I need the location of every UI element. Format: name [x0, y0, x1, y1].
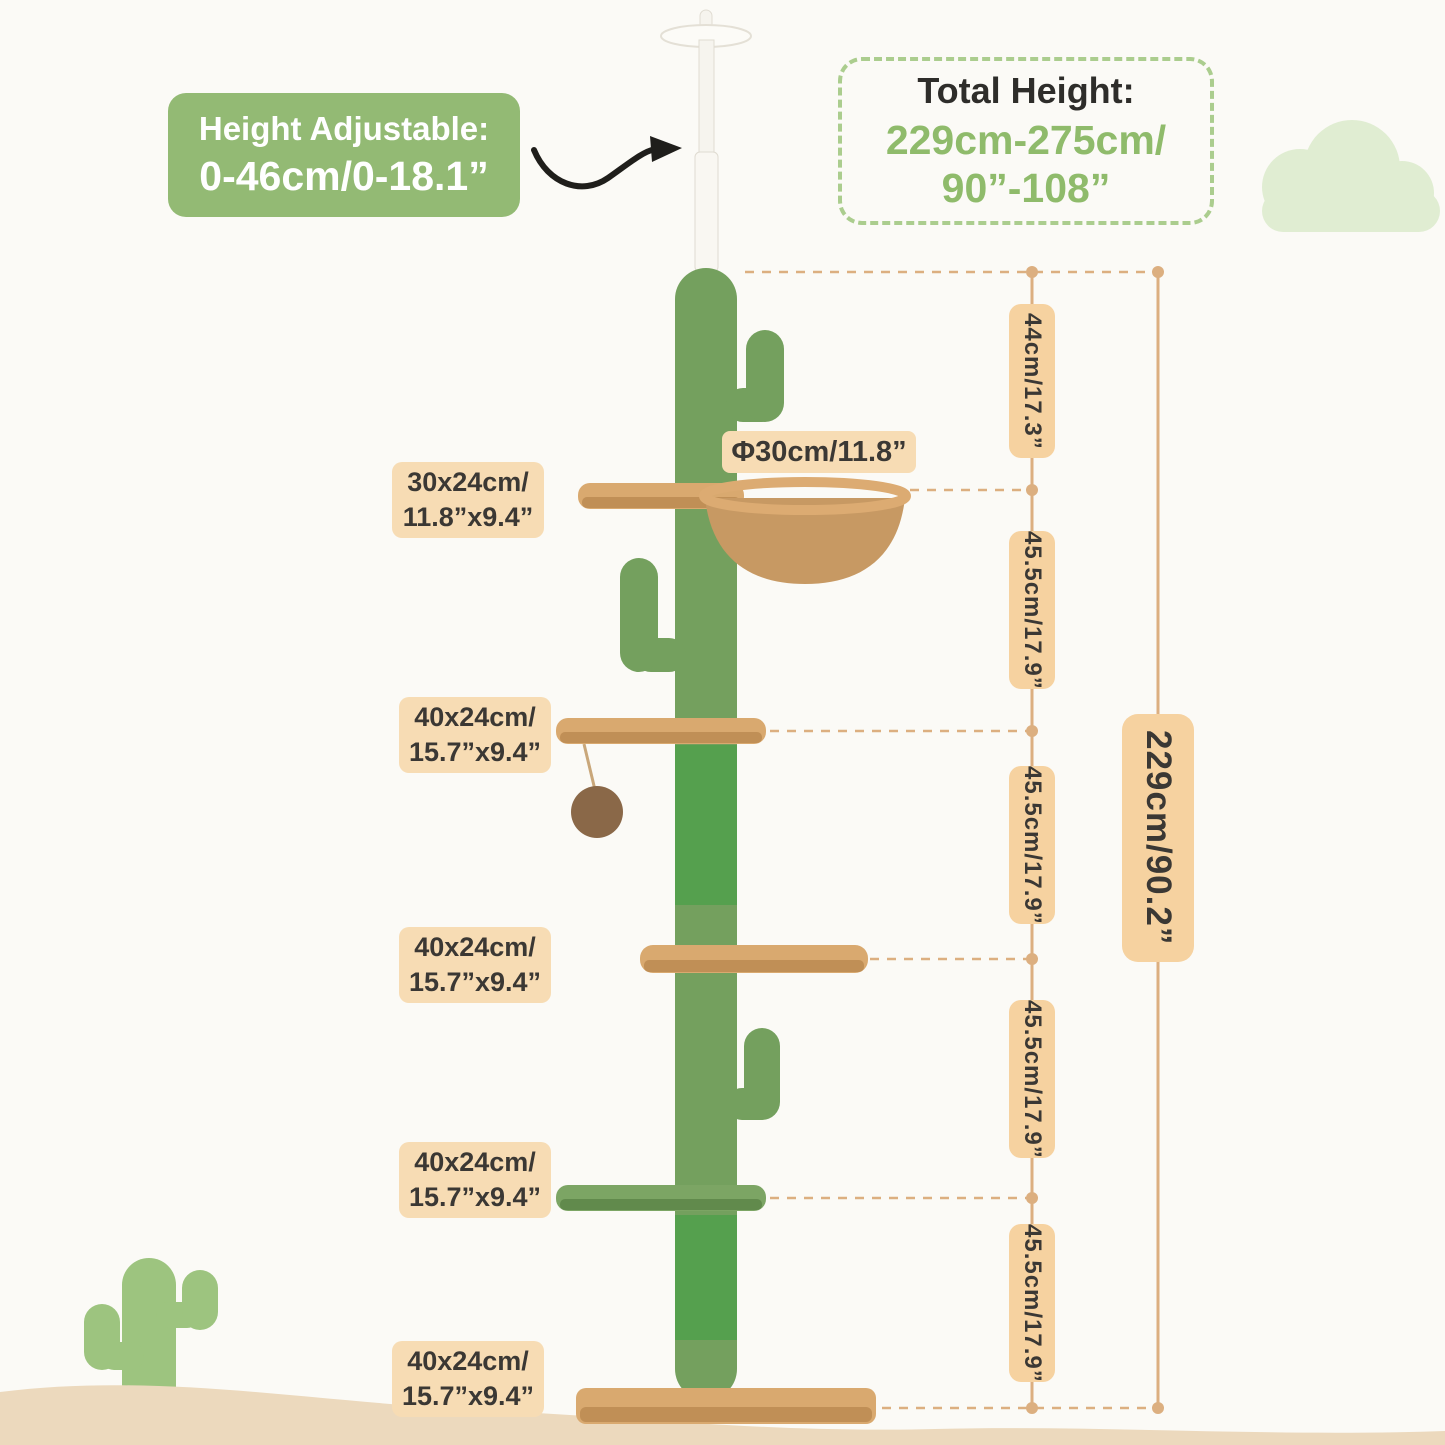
hanging-ball-toy — [571, 743, 623, 838]
cactus-arm-lower-right — [726, 1028, 780, 1120]
overall-height-label: 229cm/90.2” — [1122, 714, 1194, 962]
cloud-icon — [1262, 120, 1440, 232]
height-adjustable-title: Height Adjustable: — [198, 110, 490, 147]
hammock-size-label: Φ30cm/11.8” — [722, 431, 916, 473]
platform-board-2 — [556, 718, 766, 744]
platform-size-label-4: 40x24cm/ 15.7”x9.4” — [399, 1142, 551, 1218]
cactus-arm-left — [620, 558, 686, 672]
sisal-scratch-section-upper — [675, 745, 737, 905]
platform-size-label-4-line1: 40x24cm/ — [414, 1146, 536, 1177]
height-adjustable-badge: Height Adjustable: 0-46cm/0-18.1” — [168, 93, 520, 217]
platform-board-3 — [640, 945, 868, 973]
segment-dimension-label-4: 45.5cm/17.9” — [1009, 1000, 1055, 1158]
platform-size-label-5-line1: 40x24cm/ — [407, 1345, 529, 1376]
ground-decoration — [0, 1385, 1445, 1445]
platform-size-label-1: 30x24cm/ 11.8”x9.4” — [392, 462, 544, 538]
pointer-arrow-icon — [531, 136, 682, 190]
sisal-scratch-section-lower — [675, 1215, 737, 1340]
base-board — [576, 1388, 876, 1424]
cactus-arm-upper-right — [726, 330, 784, 422]
platform-size-label-5-line2: 15.7”x9.4” — [401, 1381, 535, 1411]
platform-size-label-1-line1: 30x24cm/ — [407, 466, 529, 497]
platform-size-label-5: 40x24cm/ 15.7”x9.4” — [392, 1341, 544, 1417]
segment-dimension-label-2: 45.5cm/17.9” — [1009, 531, 1055, 689]
total-height-title: Total Height: — [917, 69, 1135, 111]
hammock — [699, 477, 911, 584]
platform-size-label-2: 40x24cm/ 15.7”x9.4” — [399, 697, 551, 773]
platform-size-label-4-line2: 15.7”x9.4” — [408, 1182, 542, 1212]
segment-dimension-label-5: 45.5cm/17.9” — [1009, 1224, 1055, 1382]
segment-dimension-label-1: 44cm/17.3” — [1009, 304, 1055, 458]
total-height-value-line1: 229cm-275cm/ — [885, 116, 1167, 163]
height-adjustable-value: 0-46cm/0-18.1” — [199, 153, 489, 199]
platform-board-4 — [556, 1185, 766, 1211]
total-height-box: Total Height: 229cm-275cm/ 90”-108” — [838, 57, 1214, 225]
total-height-value-line2: 90”-108” — [941, 165, 1111, 211]
platform-size-label-3-line2: 15.7”x9.4” — [408, 967, 542, 997]
segment-dimension-label-3: 45.5cm/17.9” — [1009, 766, 1055, 924]
platform-size-label-1-line2: 11.8”x9.4” — [402, 502, 534, 532]
platform-size-label-3: 40x24cm/ 15.7”x9.4” — [399, 927, 551, 1003]
ceiling-pole — [660, 9, 752, 273]
platform-size-label-2-line1: 40x24cm/ — [414, 701, 536, 732]
platform-size-label-2-line2: 15.7”x9.4” — [408, 737, 542, 767]
platform-size-label-3-line1: 40x24cm/ — [414, 931, 536, 962]
